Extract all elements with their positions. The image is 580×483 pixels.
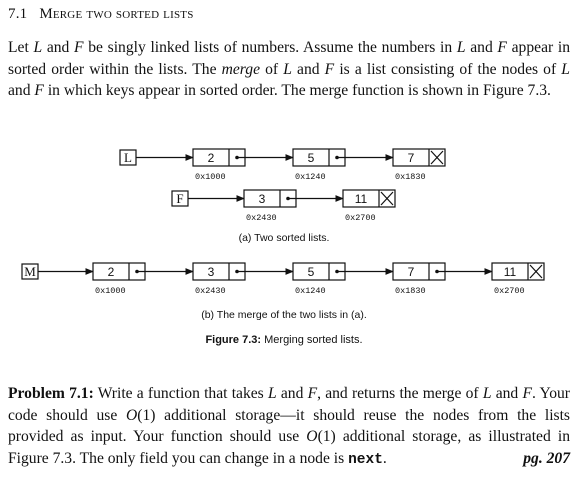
- figure-caption-text: Merging sorted lists.: [261, 334, 362, 346]
- list-m-node-address: 0x2430: [195, 286, 226, 296]
- list-m-node-address: 0x1830: [395, 286, 426, 296]
- list-f-head-label: F: [176, 191, 183, 206]
- list-l-node-value: 2: [208, 151, 215, 165]
- figure-caption: Figure 7.3: Merging sorted lists.: [205, 334, 362, 346]
- list-l-node-value: 7: [408, 151, 415, 165]
- list-m-node-value: 5: [308, 265, 315, 279]
- list-l-node-address: 0x1830: [395, 172, 426, 182]
- problem-label: Problem 7.1:: [8, 385, 94, 402]
- list-f-node-address: 0x2700: [345, 213, 376, 223]
- next-field: next: [348, 451, 383, 468]
- list-l-node-address: 0x1000: [195, 172, 226, 182]
- list-m-node-address: 0x1000: [95, 286, 126, 296]
- list-m-node-value: 2: [108, 265, 115, 279]
- figure-caption-label: Figure 7.3:: [205, 334, 261, 346]
- problem-paragraph: Problem 7.1: Write a function that takes…: [8, 385, 570, 468]
- list-m-node-value: 7: [408, 265, 415, 279]
- list-m-node-address: 0x1240: [295, 286, 326, 296]
- caption-b: (b) The merge of the two lists in (a).: [201, 309, 367, 321]
- list-f-node-address: 0x2430: [246, 213, 277, 223]
- list-m-node-value: 11: [504, 265, 517, 279]
- list-l-node-value: 5: [308, 151, 315, 165]
- list-l-null-mark: [430, 150, 444, 165]
- list-m-node-value: 3: [208, 265, 215, 279]
- list-f-node: [342, 189, 396, 208]
- list-l-node-address: 0x1240: [295, 172, 326, 182]
- list-f-node-value: 3: [259, 192, 266, 206]
- page-reference: pg. 207: [523, 449, 570, 467]
- list-l-node: [392, 148, 446, 167]
- list-m-node-address: 0x2700: [494, 286, 525, 296]
- intro-paragraph: Let L and F be singly linked lists of nu…: [8, 39, 570, 99]
- list-f-null-mark: [380, 191, 394, 206]
- caption-a: (a) Two sorted lists.: [239, 232, 330, 244]
- list-m-null-mark: [529, 264, 543, 279]
- section-number: 7.1: [8, 6, 28, 22]
- list-m-node: [491, 262, 545, 281]
- list-m-head-label: M: [24, 264, 36, 279]
- list-f-node-value: 11: [355, 192, 368, 206]
- section-title: Merge two sorted lists: [39, 6, 194, 22]
- section-heading: 7.1 Merge two sorted lists: [8, 6, 194, 23]
- list-l-head-label: L: [124, 150, 132, 165]
